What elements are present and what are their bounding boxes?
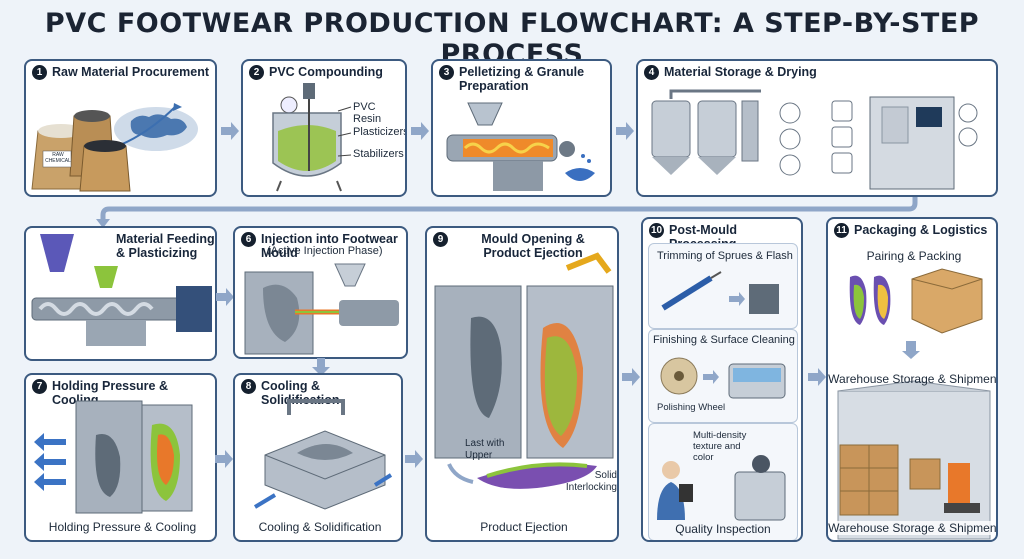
step-number: 3 <box>439 65 454 80</box>
step-number: 11 <box>834 223 849 238</box>
step-11-panel: 11 Packaging & Logistics Pairing & Packin… <box>826 217 998 542</box>
arrow-right-icon <box>405 450 423 468</box>
connector-arrow <box>96 197 918 228</box>
label-pvc-resin: PVC Resin <box>353 101 382 125</box>
step-number: 8 <box>241 379 256 394</box>
label-multi-density: Multi-density texture and color <box>693 430 747 463</box>
step-9-panel: 9 Mould Opening & Product Ejection Last w… <box>425 226 619 542</box>
bag-label: RAW CHEMICAL <box>45 152 71 164</box>
step-6-panel: 6 Injection into Footwear Mould (Active I… <box>233 226 408 359</box>
step-3-panel: 3 Pelletizing & Granule Preparation <box>431 59 612 197</box>
step-title: Cooling & Solidification <box>261 379 340 407</box>
step-number: 6 <box>241 232 256 247</box>
cooling-illustration <box>253 399 393 510</box>
arrow-right-icon <box>808 368 826 386</box>
inspection-section: Multi-density texture and color Quality … <box>648 423 798 540</box>
step-number: 9 <box>433 232 448 247</box>
step-4-panel: 4 Material Storage & Drying <box>636 59 998 197</box>
step-title: Packaging & Logistics <box>854 223 988 237</box>
label-polishing-wheel: Polishing Wheel <box>657 402 726 413</box>
section-title: Trimming of Sprues & Flash <box>657 250 793 262</box>
label-solid-interlocking: Solid Interlocking <box>565 470 617 493</box>
pelletizer-illustration <box>446 102 595 191</box>
step-caption: Warehouse Storage & Shipment <box>828 521 998 535</box>
step-title: Material Storage & Drying <box>664 65 817 79</box>
injection-mould-illustration <box>244 263 399 355</box>
page-title: PVC FOOTWEAR PRODUCTION FLOWCHART: A STE… <box>44 8 980 70</box>
arrow-right-icon <box>411 122 429 140</box>
sub-title-warehouse: Warehouse Storage & Shipment <box>828 372 998 386</box>
step-caption: Cooling & Solidification <box>258 520 382 534</box>
step-caption: Holding Pressure & Cooling <box>48 520 197 534</box>
step-number: 10 <box>649 223 664 238</box>
raw-material-illustration <box>31 103 198 192</box>
mould-opening-illustration <box>434 252 614 489</box>
sub-title-pairing: Pairing & Packing <box>866 249 962 263</box>
arrow-right-icon <box>215 450 233 468</box>
section-title: Finishing & Surface Cleaning <box>653 334 795 346</box>
arrow-right-icon <box>216 288 234 306</box>
arrow-right-icon <box>622 368 640 386</box>
polishing-wheel-illustration <box>660 357 786 399</box>
label-stabilizers: Stabilizers <box>353 148 404 160</box>
step-number: 7 <box>32 379 47 394</box>
step-subtitle: (Active Injection Phase) <box>267 245 383 257</box>
mixing-tank-illustration <box>272 83 352 192</box>
step-title: PVC Compounding <box>269 65 383 79</box>
plasticizing-screw-illustration <box>31 234 212 346</box>
step-5-panel: Material Feeding & Plasticizing <box>24 226 217 361</box>
step-title: Injection into Footwear Mould <box>261 232 398 260</box>
step-number: 2 <box>249 65 264 80</box>
packaging-illustration <box>837 268 991 540</box>
step-title: Mould Opening & Product Ejection <box>481 232 585 260</box>
step-1-panel: 1 Raw Material Procurement RAW CHEMICAL <box>24 59 217 197</box>
label-last-with-upper: Last with Upper <box>465 438 505 461</box>
trimming-section: Trimming of Sprues & Flash <box>648 243 798 329</box>
storage-silos-illustration <box>651 89 978 190</box>
holding-pressure-illustration <box>34 400 193 514</box>
label-plasticizers: Plasticizers <box>353 126 407 138</box>
arrow-right-icon <box>616 122 634 140</box>
step-title: Material Feeding & Plasticizing <box>116 232 215 260</box>
step-number: 1 <box>32 65 47 80</box>
trimming-tool-illustration <box>661 271 779 314</box>
arrow-down-icon <box>312 358 330 376</box>
finishing-section: Finishing & Surface Cleaning Polishing W… <box>648 329 798 423</box>
step-caption: Product Ejection <box>480 520 568 534</box>
step-number: 4 <box>644 65 659 80</box>
step-title: Raw Material Procurement <box>52 65 209 79</box>
section-caption: Quality Inspection <box>675 522 771 536</box>
step-title: Pelletizing & Granule Preparation <box>459 65 585 93</box>
arrow-right-icon <box>221 122 239 140</box>
quality-inspection-illustration <box>657 455 786 521</box>
